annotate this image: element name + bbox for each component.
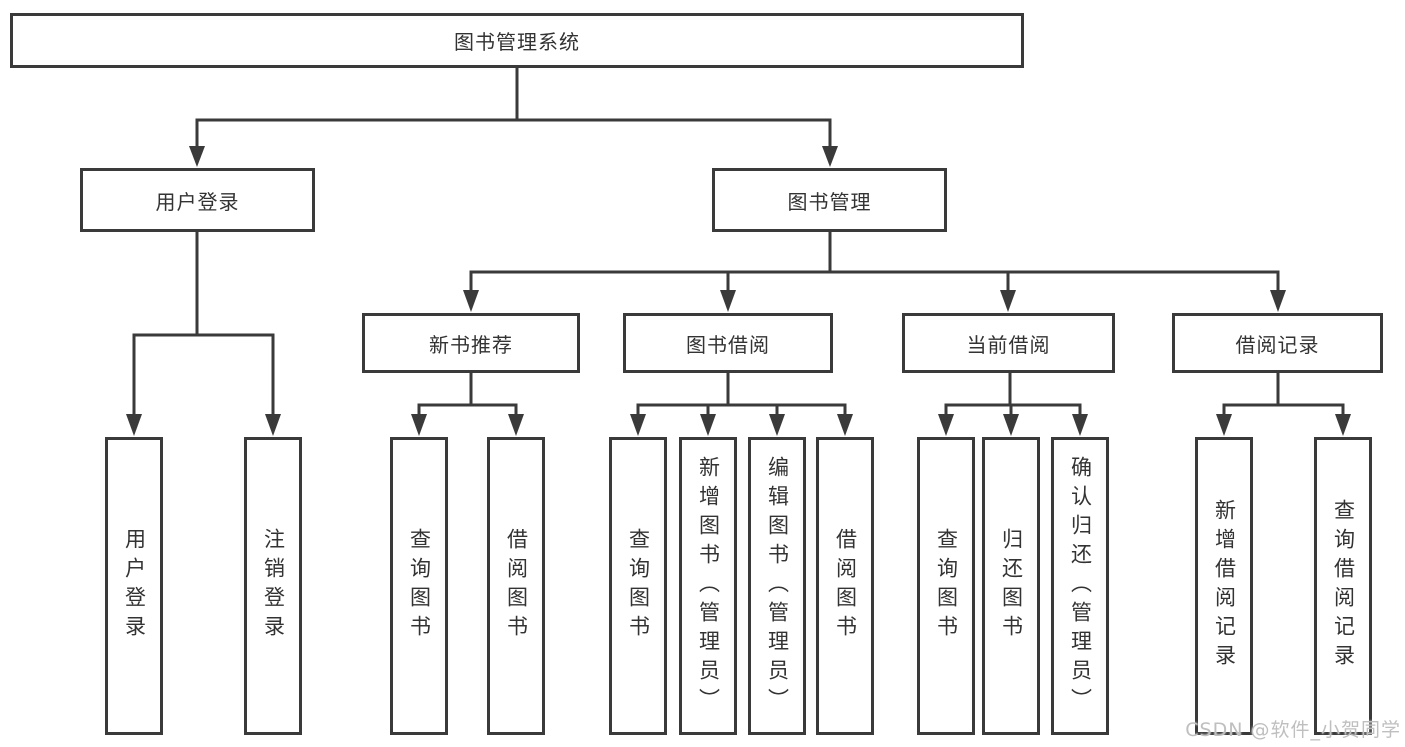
leaf-query-books-current: 查询图书 <box>917 437 975 735</box>
leaf-add-borrow-record: 新增借阅记录 <box>1195 437 1253 735</box>
node-root: 图书管理系统 <box>10 13 1024 68</box>
node-borrow-records: 借阅记录 <box>1172 313 1383 373</box>
leaf-query-borrow-record: 查询借阅记录 <box>1314 437 1372 735</box>
node-label: 图书管理 <box>787 189 872 214</box>
leaf-return-book: 归还图书 <box>982 437 1040 735</box>
node-user-login: 用户登录 <box>80 168 315 232</box>
node-label: 用户登录 <box>122 528 147 644</box>
node-current-borrow: 当前借阅 <box>902 313 1115 373</box>
node-book-borrow: 图书借阅 <box>623 313 833 373</box>
node-label: 编辑图书（管理员） <box>765 455 790 717</box>
node-label: 借阅记录 <box>1235 332 1320 357</box>
leaf-query-books-borrow: 查询图书 <box>609 437 667 735</box>
node-label: 查询借阅记录 <box>1331 499 1356 673</box>
leaf-user-login: 用户登录 <box>105 437 163 735</box>
node-label: 借阅图书 <box>504 528 529 644</box>
node-label: 查询图书 <box>407 528 432 644</box>
node-label: 图书管理系统 <box>454 30 580 54</box>
leaf-logout: 注销登录 <box>244 437 302 735</box>
node-label: 确认归还（管理员） <box>1068 455 1093 717</box>
leaf-add-book-admin: 新增图书（管理员） <box>679 437 737 735</box>
node-label: 查询图书 <box>934 528 959 644</box>
node-new-book-recommend: 新书推荐 <box>362 313 580 373</box>
node-label: 查询图书 <box>626 528 651 644</box>
node-label: 注销登录 <box>261 528 286 644</box>
leaf-borrow-books: 借阅图书 <box>816 437 874 735</box>
node-label: 用户登录 <box>155 189 240 214</box>
node-label: 当前借阅 <box>966 332 1051 357</box>
node-label: 借阅图书 <box>833 528 858 644</box>
leaf-borrow-books-recommend: 借阅图书 <box>487 437 545 735</box>
leaf-edit-book-admin: 编辑图书（管理员） <box>748 437 806 735</box>
node-label: 归还图书 <box>999 528 1024 644</box>
leaf-query-books-recommend: 查询图书 <box>390 437 448 735</box>
node-label: 新书推荐 <box>429 332 513 357</box>
node-label: 图书借阅 <box>686 332 770 357</box>
node-label: 新增图书（管理员） <box>696 455 721 717</box>
node-label: 新增借阅记录 <box>1212 499 1237 673</box>
leaf-confirm-return-admin: 确认归还（管理员） <box>1051 437 1109 735</box>
node-book-management: 图书管理 <box>712 168 947 232</box>
csdn-watermark: CSDN @软件_小贺同学 <box>1185 719 1401 741</box>
